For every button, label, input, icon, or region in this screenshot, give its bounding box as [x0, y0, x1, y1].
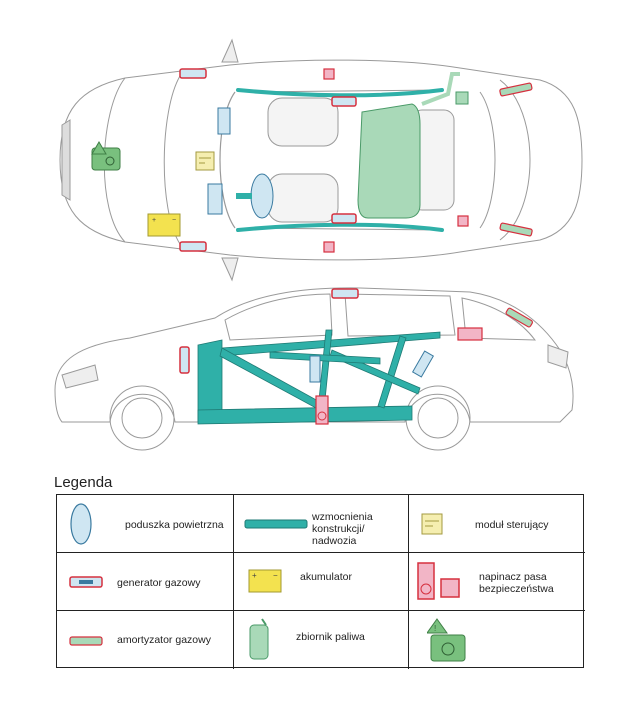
control-module-icon [421, 513, 443, 535]
windshield [219, 91, 236, 229]
legend-label-reinforcement: wzmocnienia konstrukcji/ nadwozia [312, 511, 373, 547]
legend-item-belt-tensioner: napinacz pasa bezpieczeństwa [409, 553, 585, 611]
legend-label-control-module: moduł sterujący [475, 519, 549, 531]
belt-tensioners-top [323, 68, 469, 253]
legend-label-battery: akumulator [300, 571, 352, 583]
legend-item-gas-strut: amortyzator gazowy [57, 611, 234, 669]
legend-item-battery: +− akumulator [234, 553, 409, 611]
steering-wheel [250, 173, 274, 219]
legend-item-gas-generator: generator gazowy [57, 553, 234, 611]
top-view [59, 38, 583, 282]
side-gas-generators [179, 288, 359, 374]
seat-front-right [267, 173, 339, 223]
side-belt-tensioner [315, 395, 329, 425]
control-module-top [195, 151, 215, 171]
gas-generators-top [179, 68, 357, 252]
side-reinforcements [197, 329, 441, 425]
hazard-component-top [91, 141, 121, 171]
rear-wheel [405, 385, 471, 451]
gas-generator-icon [69, 576, 103, 588]
legend-item-control-module: moduł sterujący [409, 495, 585, 553]
legend-item-hazard-component: ! [409, 611, 585, 669]
legend-title: Legenda [54, 474, 113, 491]
svg-text:+: + [252, 571, 257, 580]
fuel-tank-icon [249, 618, 269, 660]
airbag-dash-top [217, 107, 231, 135]
side-view [54, 287, 574, 451]
top-reinforcements [236, 88, 444, 232]
side-view-body-outline [54, 287, 574, 423]
mirror-right [221, 257, 239, 282]
seat-front-left [267, 97, 339, 147]
side-airbag-front [309, 355, 321, 383]
headlight [61, 364, 99, 389]
legend-item-fuel-tank: zbiornik paliwa [234, 611, 409, 669]
reinforcement-icon [244, 519, 308, 529]
legend-item-reinforcement: wzmocnienia konstrukcji/ nadwozia [234, 495, 409, 553]
side-airbag-rear [411, 350, 435, 378]
side-trunk-module [457, 327, 483, 341]
airbag-icon [70, 503, 92, 545]
svg-text:−: − [273, 571, 278, 580]
battery-icon: +− [248, 569, 282, 593]
belt-tensioner-icon [417, 562, 460, 600]
legend-item-airbag: poduszka powietrzna [57, 495, 234, 553]
airbag-knee-top [207, 183, 223, 215]
vehicle-rescue-diagram: + − [54, 38, 583, 451]
legend-label-gas-strut: amortyzator gazowy [117, 634, 211, 646]
svg-text:+: + [152, 217, 156, 224]
svg-text:!: ! [434, 624, 436, 633]
hazard-icon: ! [427, 618, 466, 662]
gas-struts-top [499, 82, 533, 237]
mirror-left [221, 38, 239, 63]
legend: poduszka powietrzna wzmocnienia konstruk… [56, 494, 585, 669]
svg-text:−: − [172, 217, 176, 224]
tail-light [547, 344, 569, 369]
side-gas-strut [505, 307, 533, 328]
front-wheel [109, 385, 175, 451]
front-grille [61, 119, 71, 201]
legend-label-gas-generator: generator gazowy [117, 577, 201, 589]
legend-label-airbag: poduszka powietrzna [125, 519, 224, 531]
legend-label-belt-tensioner: napinacz pasa bezpieczeństwa [479, 571, 554, 595]
legend-label-fuel-tank: zbiornik paliwa [296, 631, 365, 643]
top-view-body-outline [59, 59, 583, 261]
fuel-tank-top [357, 103, 421, 219]
battery-top: + − [147, 213, 181, 237]
gas-strut-icon [69, 636, 103, 646]
